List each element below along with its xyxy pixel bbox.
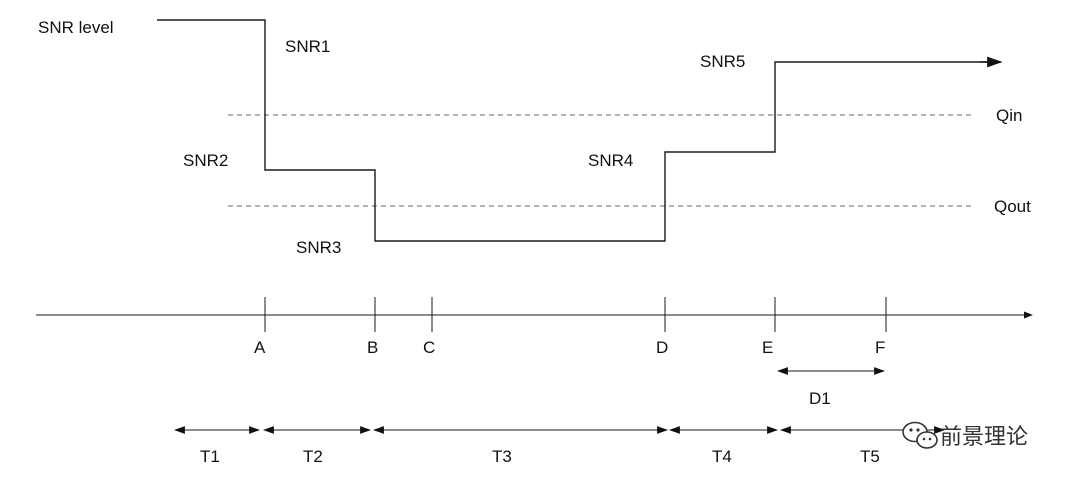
snr-level-curve bbox=[157, 19, 990, 242]
snr5-label: SNR5 bbox=[700, 52, 745, 71]
tick-label-c: C bbox=[423, 338, 435, 357]
qin-label: Qin bbox=[996, 106, 1022, 125]
snr2-label: SNR2 bbox=[183, 151, 228, 170]
tick-label-f: F bbox=[875, 338, 885, 357]
qout-label: Qout bbox=[994, 197, 1031, 216]
t5-label: T5 bbox=[860, 447, 880, 466]
tick-label-d: D bbox=[656, 338, 668, 357]
snr-level-label: SNR level bbox=[38, 18, 114, 37]
t2-label: T2 bbox=[303, 447, 323, 466]
snr1-label: SNR1 bbox=[285, 37, 330, 56]
wechat-icon bbox=[902, 421, 938, 449]
snr4-label: SNR4 bbox=[588, 151, 633, 170]
tick-label-b: B bbox=[367, 338, 378, 357]
t3-label: T3 bbox=[492, 447, 512, 466]
tick-label-a: A bbox=[254, 338, 266, 357]
d1-label: D1 bbox=[809, 389, 831, 408]
t1-label: T1 bbox=[200, 447, 220, 466]
tick-label-e: E bbox=[762, 338, 773, 357]
watermark-text: 前景理论 bbox=[940, 424, 1028, 449]
snr3-label: SNR3 bbox=[296, 238, 341, 257]
t4-label: T4 bbox=[712, 447, 732, 466]
